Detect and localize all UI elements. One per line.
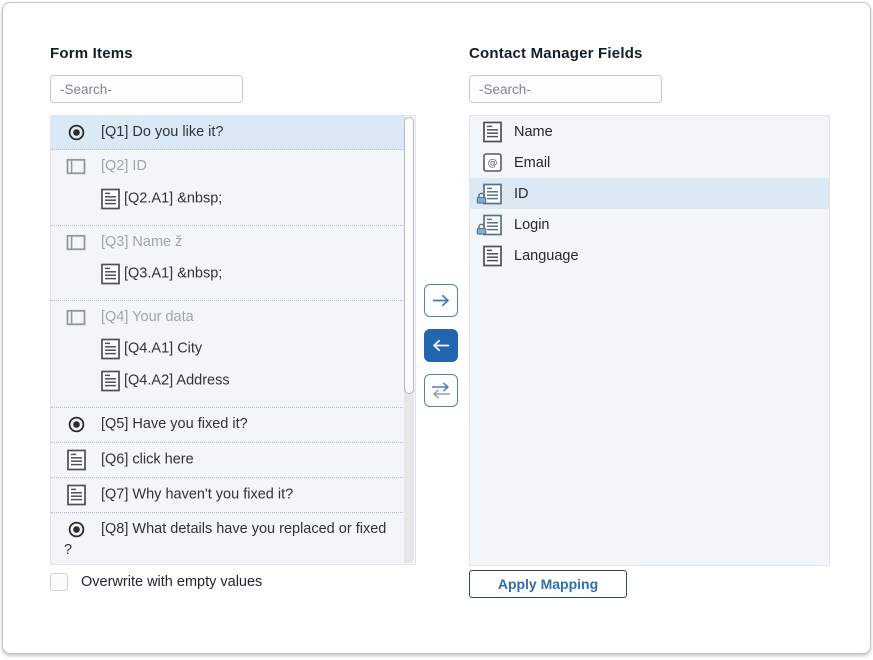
form-item[interactable]: [Q3] Name ž [51,226,405,259]
doc-icon [64,484,88,506]
contact-fields-list: Name @ EmailID LoginLanguage [469,115,830,566]
form-item-label: [Q6] click here [101,451,194,467]
radio-icon [64,124,88,141]
doc-icon [480,245,505,267]
form-items-list: [Q1] Do you like it? [Q2] ID [Q2.A1] &nbsp… [50,115,416,565]
form-item[interactable]: [Q6] click here [51,443,405,478]
form-item-label: [Q4.A2] Address [124,373,230,389]
overwrite-label: Overwrite with empty values [81,574,262,590]
matrix-icon [64,234,88,251]
contact-field-label: Name [514,124,553,140]
radio-icon [64,521,88,538]
matrix-icon [64,309,88,326]
arrow-right-button[interactable] [424,284,458,317]
contact-field-label: Email [514,155,550,171]
form-item[interactable]: [Q4.A2] Address [51,366,405,408]
contact-field-label: Language [514,248,579,264]
overwrite-checkbox[interactable] [50,573,68,591]
transfer-buttons [424,284,458,407]
matrix-icon [64,158,88,175]
form-item-label: [Q1] Do you like it? [101,124,224,140]
form-item[interactable]: [Q7] Why haven't you fixed it? [51,478,405,513]
form-items-search-input[interactable] [50,75,243,103]
contact-field-item[interactable]: Login [470,209,829,240]
doc-lock-icon [480,214,505,236]
arrow-right-icon [432,294,450,307]
contact-field-item[interactable]: Language [470,240,829,271]
scrollbar-thumb[interactable] [404,117,414,394]
form-item-label: [Q2] ID [101,158,147,174]
contact-field-label: Login [514,217,549,233]
form-item[interactable]: [Q2.A1] &nbsp; [51,184,405,226]
form-item[interactable]: [Q1] Do you like it? [51,116,405,150]
swap-arrows-icon [431,382,451,399]
form-item-label: [Q3.A1] &nbsp; [124,265,222,281]
form-item[interactable]: [Q4] Your data [51,301,405,334]
form-item[interactable]: [Q5] Have you fixed it? [51,408,405,442]
form-items-title: Form Items [50,45,133,62]
doc-icon [99,338,121,360]
doc-icon [480,121,505,143]
form-item-label: [Q5] Have you fixed it? [101,416,248,432]
arrow-left-icon [432,339,450,352]
form-item[interactable]: [Q4.A1] City [51,334,405,366]
swap-arrows-button[interactable] [424,374,458,407]
form-item-label: [Q7] Why haven't you fixed it? [101,486,293,502]
contact-field-item[interactable]: ID [470,178,829,209]
form-item-label: [Q4.A1] City [124,341,202,357]
form-item-label: [Q8] What details have you replaced or f… [64,521,386,558]
contact-field-label: ID [514,186,529,202]
form-item-label: [Q4] Your data [101,309,194,325]
left-list-scrollbar[interactable] [404,117,414,563]
form-item[interactable]: [Q2] ID [51,150,405,183]
doc-icon [64,449,88,471]
arrow-left-button[interactable] [424,329,458,362]
doc-icon [99,263,121,285]
overwrite-option: Overwrite with empty values [50,573,262,591]
form-item[interactable]: [Q3.A1] &nbsp; [51,259,405,301]
contact-fields-search-input[interactable] [469,75,662,103]
form-item-label: [Q2.A1] &nbsp; [124,190,222,206]
doc-lock-icon [480,183,505,205]
apply-mapping-button[interactable]: Apply Mapping [469,570,627,598]
contact-manager-fields-title: Contact Manager Fields [469,45,643,62]
doc-icon [99,188,121,210]
lock-icon [476,192,487,208]
svg-text:@: @ [488,158,498,169]
form-item[interactable]: [Q8] What details have you replaced or f… [51,513,405,565]
doc-icon [99,370,121,392]
radio-icon [64,416,88,433]
email-icon: @ [480,152,505,173]
lock-icon [476,223,487,239]
contact-field-item[interactable]: @ Email [470,147,829,178]
contact-field-item[interactable]: Name [470,116,829,147]
form-item-label: [Q3] Name ž [101,234,182,250]
